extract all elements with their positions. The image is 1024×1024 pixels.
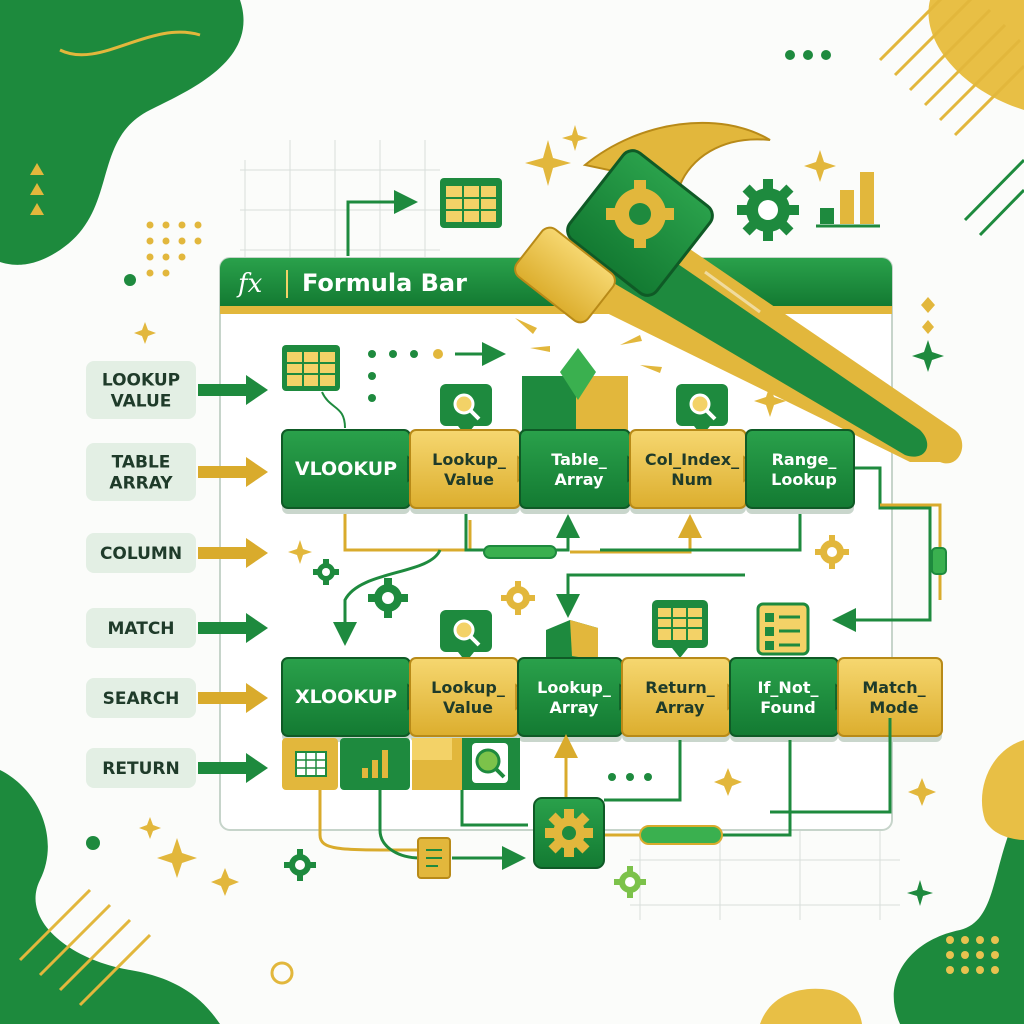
- side-label-text: SEARCH: [103, 689, 180, 709]
- arrow-icon: [198, 538, 268, 568]
- bar-chart-icon-strip: [362, 750, 388, 778]
- magnifier-icon-row2: [440, 610, 492, 662]
- piece-label: Range_: [772, 450, 837, 469]
- formula-bar-title: Formula Bar: [302, 269, 467, 297]
- piece-label: Found: [760, 698, 816, 717]
- magnifier-icon-row1b: [676, 384, 728, 436]
- magnifier-icon-strip: [472, 743, 508, 783]
- arrow-icon: [198, 753, 268, 783]
- spreadsheet-icon: [440, 178, 502, 228]
- side-label-column: COLUMN: [86, 533, 268, 573]
- side-label-text: COLUMN: [100, 544, 182, 564]
- piece-label: Array: [550, 698, 599, 717]
- side-label-return: RETURN: [86, 748, 268, 788]
- side-label-search: SEARCH: [86, 678, 268, 718]
- xlookup-piece-if-not-found[interactable]: If_Not_Found: [729, 657, 852, 742]
- piece-label: Array: [555, 470, 604, 489]
- side-label-text: ARRAY: [109, 474, 173, 494]
- side-label-text: TABLE: [112, 453, 171, 473]
- side-label-text: VALUE: [111, 392, 172, 412]
- top-flow-arrow: [346, 190, 418, 256]
- spreadsheet-icon-inner: [282, 345, 340, 391]
- inner-decor: [282, 342, 849, 898]
- vlookup-piece-vlookup[interactable]: VLOOKUP: [281, 429, 424, 514]
- checklist-icon: [756, 602, 810, 656]
- piece-label: If_Not_: [758, 678, 819, 697]
- gear-icon-top: [737, 179, 799, 241]
- bottom-strip: [282, 738, 652, 790]
- piece-label: Lookup_: [432, 450, 506, 469]
- xlookup-piece-lookup-array[interactable]: Lookup_Array: [517, 657, 636, 742]
- piece-label: Mode: [869, 698, 918, 717]
- side-label-match: MATCH: [86, 608, 268, 648]
- side-label-text: RETURN: [102, 759, 179, 779]
- arrow-icon: [198, 613, 268, 643]
- xlookup-piece-return-array[interactable]: Return_Array: [621, 657, 744, 742]
- piece-label: Match_: [862, 678, 925, 697]
- piece-label: Value: [444, 470, 494, 489]
- piece-label: Array: [656, 698, 705, 717]
- piece-label: Return_: [645, 678, 715, 697]
- vlookup-piece-table-array[interactable]: Table_Array: [519, 429, 644, 514]
- xlookup-piece-lookup-value[interactable]: Lookup_Value: [409, 657, 532, 742]
- arrow-icon: [198, 375, 268, 405]
- gear-icon-mid: [368, 578, 408, 618]
- fx-icon: fx: [236, 269, 263, 299]
- piece-label: VLOOKUP: [295, 458, 397, 480]
- xlookup-piece-xlookup[interactable]: XLOOKUP: [281, 657, 424, 742]
- side-label-text: LOOKUP: [102, 371, 180, 391]
- piece-label: XLOOKUP: [295, 686, 397, 708]
- piece-label: Col_Index_: [645, 450, 739, 469]
- bar-chart-icon-top: [816, 172, 880, 228]
- formula-bar[interactable]: fx Formula Bar: [236, 269, 467, 299]
- connector-lines: [333, 466, 947, 646]
- arrow-icon: [198, 457, 268, 487]
- sparkle-icons: [134, 125, 936, 896]
- piece-label: Value: [443, 698, 493, 717]
- doc-icon-bottom: [417, 837, 451, 879]
- piece-label: Num: [671, 470, 712, 489]
- piece-label: Table_: [551, 450, 606, 469]
- vlookup-piece-lookup-value[interactable]: Lookup_Value: [409, 429, 534, 514]
- piece-label: Lookup: [771, 470, 837, 489]
- vlookup-piece-col-index-num[interactable]: Col_Index_Num: [629, 429, 760, 514]
- side-label-text: MATCH: [107, 619, 174, 639]
- gear-icon-bottom: [533, 797, 605, 869]
- piece-label: Lookup_: [537, 678, 611, 697]
- sparkle-icons-green: [907, 340, 944, 906]
- magnifier-icon-row1: [440, 384, 492, 436]
- piece-label: Lookup_: [431, 678, 505, 697]
- impact-rays: [515, 318, 662, 373]
- hammer-icon: [514, 121, 963, 464]
- bottom-flow: [318, 718, 892, 870]
- vlookup-piece-range-lookup[interactable]: Range_Lookup: [745, 429, 855, 514]
- xlookup-piece-match-mode[interactable]: Match_Mode: [837, 657, 943, 742]
- arrow-icon: [198, 683, 268, 713]
